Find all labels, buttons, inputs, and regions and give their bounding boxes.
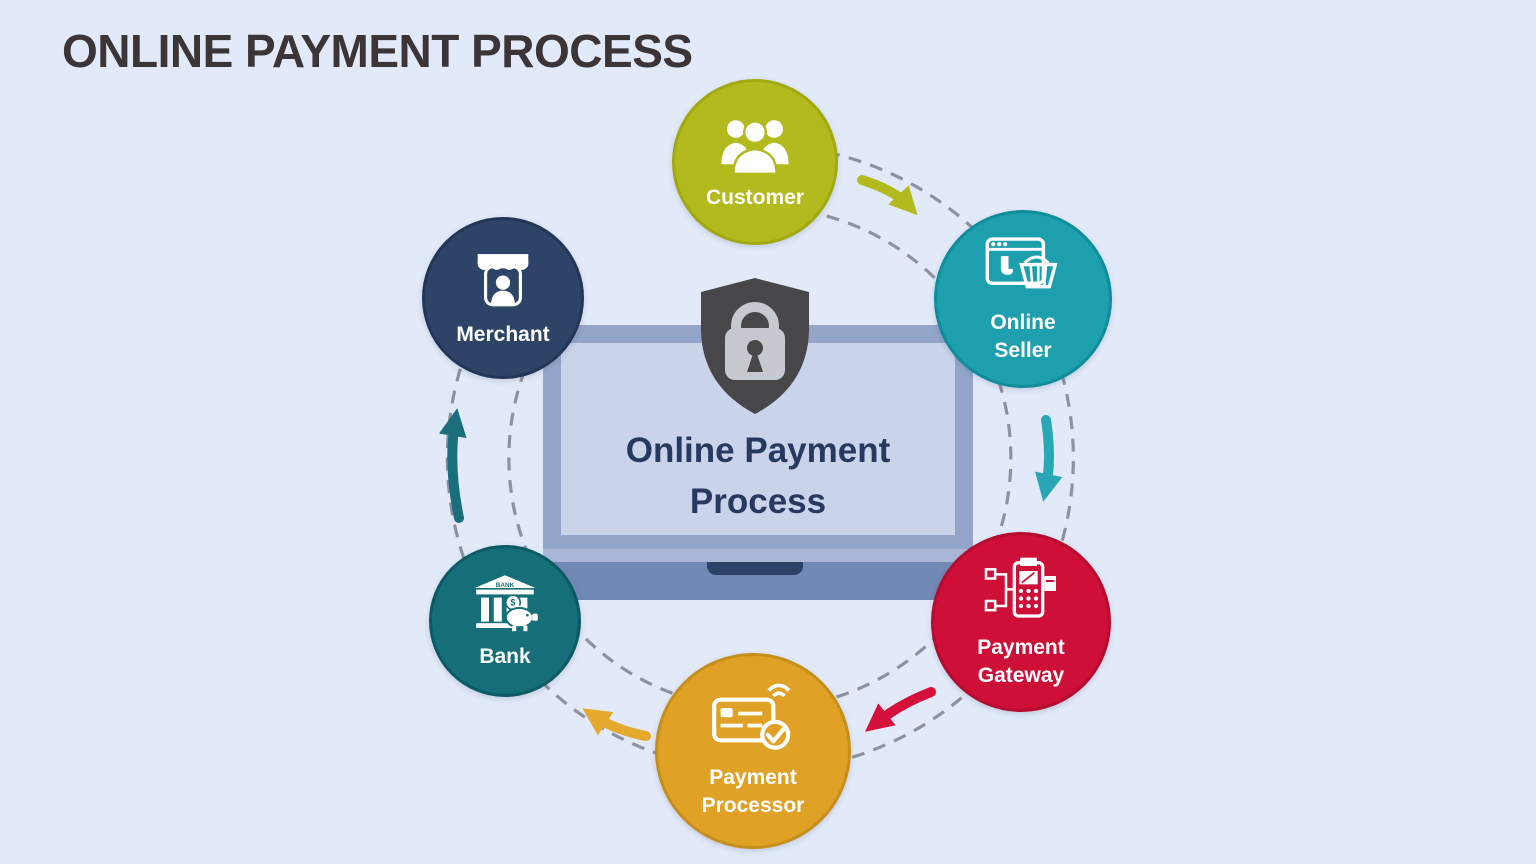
center-label: Online Payment Process <box>625 431 891 521</box>
node-payment-processor: Payment Processor <box>655 653 851 849</box>
keyhole-stem <box>747 348 763 372</box>
node-online-seller: Online Seller <box>934 210 1112 388</box>
browser-shopping-basket-icon <box>985 237 1058 289</box>
coin-symbol: $ <box>511 597 516 607</box>
contactless-credit-card-check-icon <box>712 683 791 751</box>
node-label: Merchant <box>456 322 550 346</box>
people-group-icon <box>721 120 789 175</box>
laptop-notch <box>707 562 803 575</box>
laptop-hinge-strip <box>543 549 973 562</box>
arrow-bank-to-merchant <box>438 408 467 523</box>
node-label: Payment Processor <box>701 766 805 817</box>
arrow-gateway-to-processor <box>865 687 936 732</box>
node-label: Online Seller <box>990 311 1056 362</box>
storefront-icon <box>477 253 529 307</box>
node-bank: BANK $ Bank <box>429 545 581 697</box>
bank-roof-caption: BANK <box>496 582 515 589</box>
node-customer: Customer <box>672 79 838 245</box>
node-label: Customer <box>705 185 805 209</box>
node-label: Bank <box>479 644 531 668</box>
dashed-ring-outer <box>445 143 1075 773</box>
bank-building-piggy-icon: BANK $ <box>474 575 538 632</box>
arrow-customer-to-seller <box>857 175 918 216</box>
arrow-seller-to-gateway <box>1035 415 1063 502</box>
node-payment-gateway: Payment Gateway <box>931 532 1111 712</box>
shield-lock-icon <box>701 278 809 414</box>
pos-terminal-icon <box>984 557 1056 618</box>
page-title: ONLINE PAYMENT PROCESS <box>62 25 693 77</box>
node-label: Payment Gateway <box>977 636 1065 687</box>
node-merchant: Merchant <box>422 217 584 379</box>
arrow-processor-to-bank <box>582 708 651 741</box>
